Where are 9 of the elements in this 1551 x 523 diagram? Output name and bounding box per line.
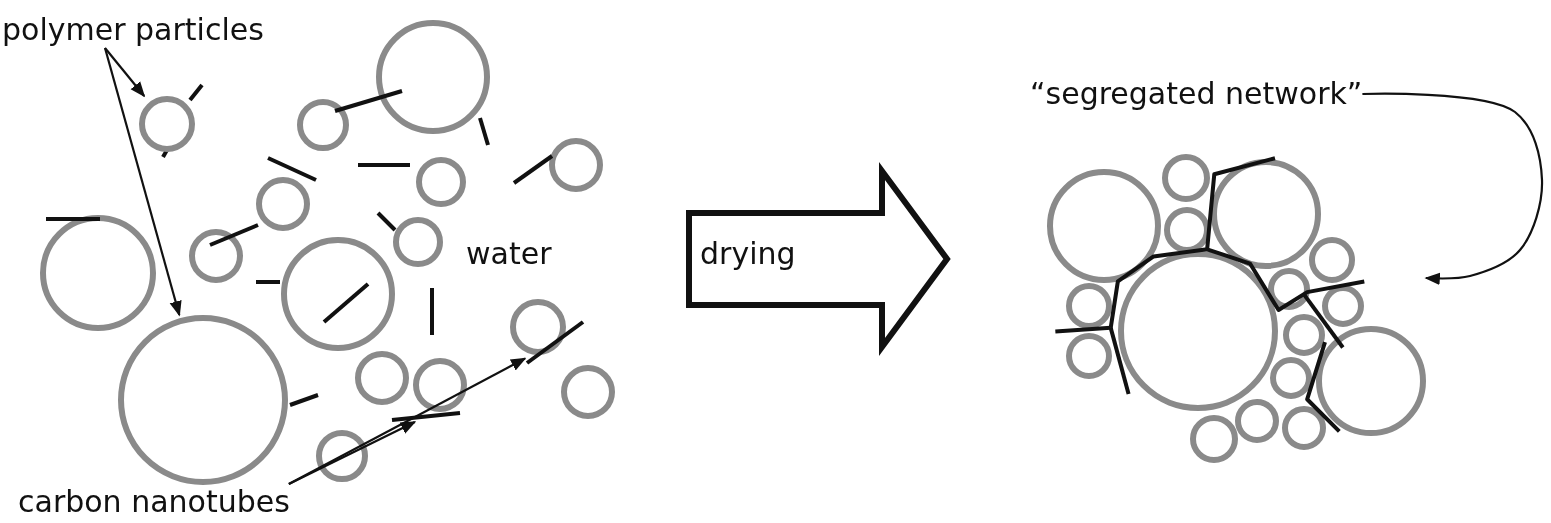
leader-arrow xyxy=(103,47,182,317)
curved-arrow xyxy=(1362,92,1544,285)
process-label: drying xyxy=(700,236,796,272)
leader-arrow xyxy=(288,357,527,485)
callout-label: polymer particles xyxy=(2,12,264,48)
callout-label: carbon nanotubes xyxy=(18,484,290,520)
leader-arrow xyxy=(104,47,146,98)
medium-label: water xyxy=(466,236,552,272)
callout-label: “segregated network” xyxy=(1030,76,1363,112)
